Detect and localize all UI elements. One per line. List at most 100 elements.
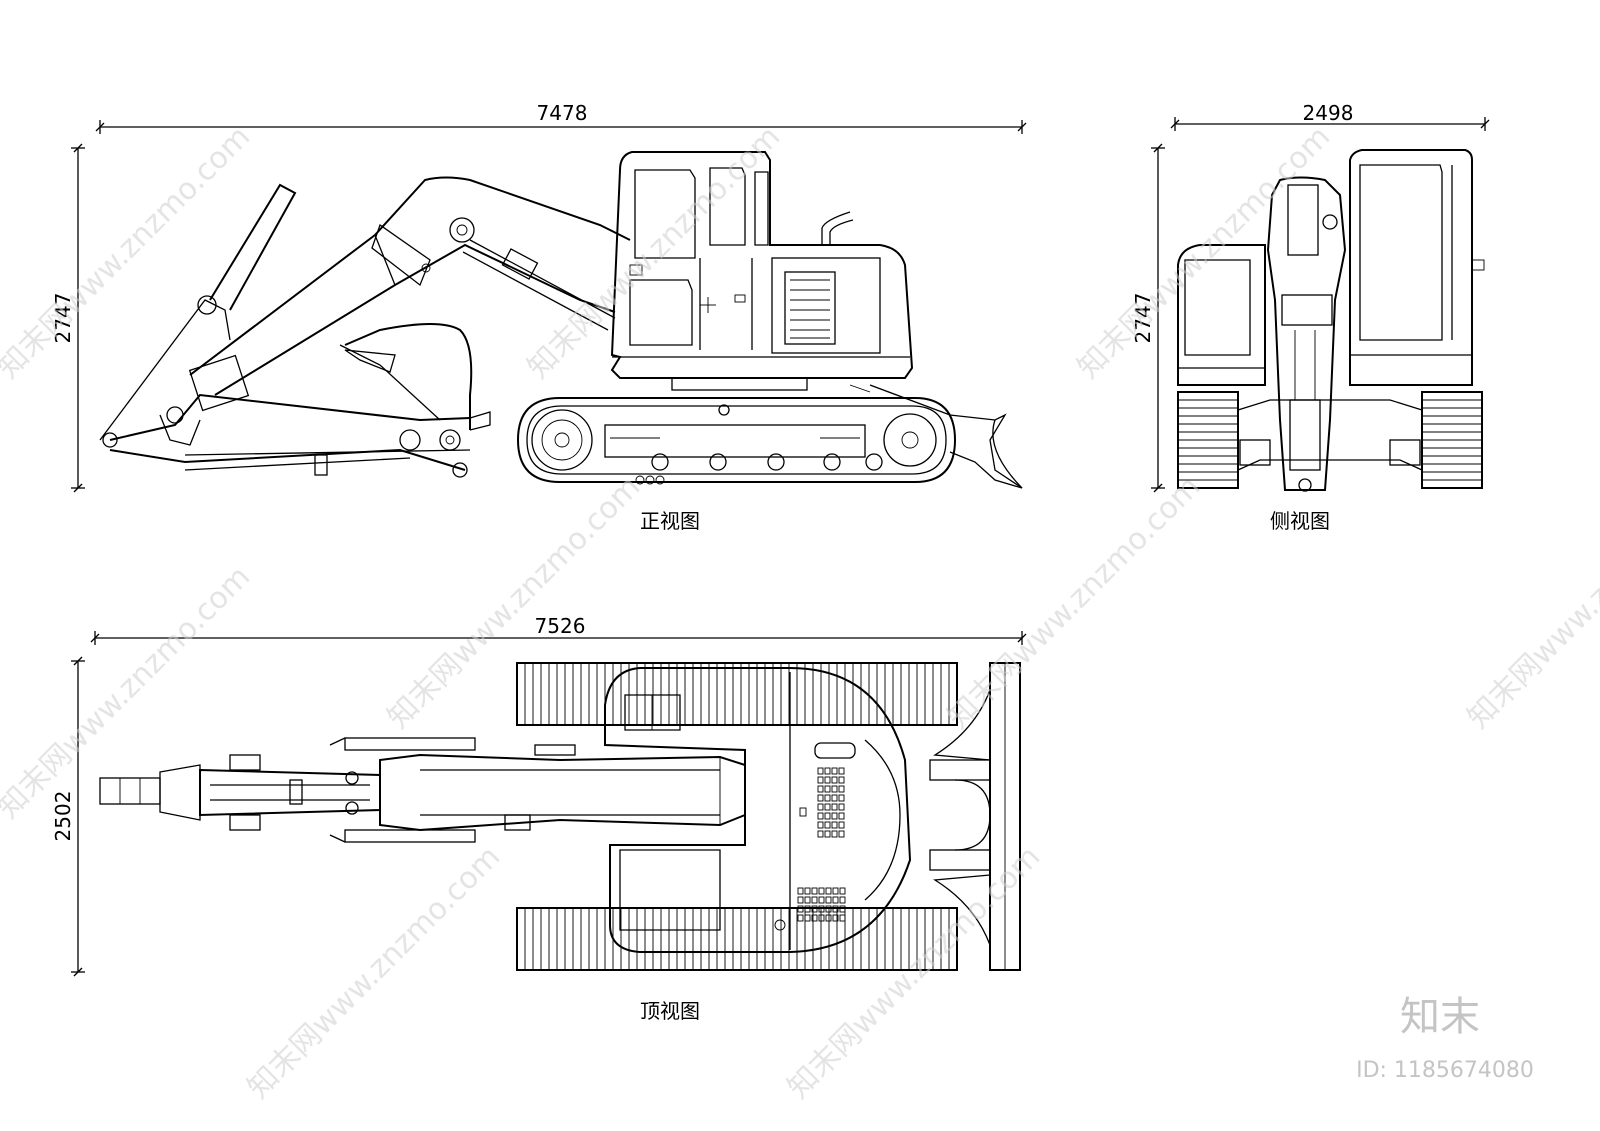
image-id: ID: 1185674080 [1356,1058,1534,1083]
vent-slot [838,767,845,775]
vent-slot [824,776,831,784]
vent-slot [797,905,804,913]
side-view-title: 侧视图 [1270,509,1330,533]
vent-slot [817,776,824,784]
front-width-dimension: 7478 [95,101,1027,134]
top-upper-structure [604,667,912,953]
vent-slot [817,785,824,793]
vent-slot [831,776,838,784]
vent-slot [838,794,845,802]
watermark-text-9: 知末网www.znzmo.com [781,839,1047,1105]
vent-slot [838,830,845,838]
vent-slot [839,887,846,895]
vent-slot [817,821,824,829]
vent-slot [832,905,839,913]
vent-slot [832,914,839,922]
top-track-lower [516,907,958,971]
front-cab [629,167,769,350]
front-dozer-blade [849,384,1023,489]
top-width-dimension: 7526 [90,614,1027,645]
watermark-text-4: 知末网www.znzmo.com [0,559,257,825]
vent-slot [825,905,832,913]
vent-slot [817,794,824,802]
front-boom [189,176,631,396]
side-width-label: 2498 [1303,101,1354,125]
vent-slot [824,830,831,838]
front-width-label: 7478 [537,101,588,125]
top-view: 7526 2502 [51,614,1027,977]
side-upper-body [1177,149,1485,386]
top-arm [99,754,381,831]
vent-slot [832,887,839,895]
top-height-dimension: 2502 [51,656,85,977]
vent-slot [838,803,845,811]
vent-slot [831,821,838,829]
vent-slot [811,914,818,922]
vent-slot [824,821,831,829]
vent-slot [825,896,832,904]
front-attachment [99,183,297,448]
vent-slot [804,887,811,895]
vent-slot [838,812,845,820]
watermark-text-1: 知末网www.znzmo.com [0,119,257,385]
vent-slot [825,887,832,895]
vent-slot [831,803,838,811]
vent-slot [839,896,846,904]
side-track-right [1421,391,1483,489]
vent-slot [832,896,839,904]
watermark-text-3: 知末网www.znzmo.com [1071,119,1337,385]
vent-slot [831,830,838,838]
vent-slot [824,812,831,820]
vent-slot [838,776,845,784]
top-view-title: 顶视图 [640,999,700,1023]
brand-logo: 知末 [1400,994,1480,1040]
side-height-label: 2747 [1131,293,1155,344]
watermark-text-7: 知末网www.znzmo.com [1461,469,1600,735]
vent-slot [825,914,832,922]
vent-slot [804,914,811,922]
vent-slot [811,896,818,904]
front-bucket [339,323,491,431]
vent-slot [831,794,838,802]
top-height-label: 2502 [51,791,75,842]
vent-slot [817,767,824,775]
vent-slot [804,905,811,913]
vent-slot [818,914,825,922]
vent-slot [824,794,831,802]
watermark-text-2: 知末网www.znzmo.com [521,119,787,385]
watermark-text-6: 知末网www.znzmo.com [941,469,1207,735]
vent-slot [824,767,831,775]
vent-slot [797,896,804,904]
side-boom [1266,176,1347,492]
vent-slot [817,830,824,838]
vent-slot [838,785,845,793]
vent-slot [797,914,804,922]
front-track [516,397,957,485]
side-view: 2498 2747 [1131,101,1490,493]
vent-slot [818,905,825,913]
vent-slot [839,905,846,913]
vent-slot [824,785,831,793]
vent-slot [818,887,825,895]
vent-slot [831,785,838,793]
vent-slot [824,803,831,811]
vent-slot [818,896,825,904]
vent-slot [804,896,811,904]
vent-slot [839,914,846,922]
front-arm [109,354,471,478]
top-dozer-blade [929,662,1021,971]
vent-slot [838,821,845,829]
top-width-label: 7526 [535,614,586,638]
front-height-label: 2747 [51,293,75,344]
watermark-text-8: 知末网www.znzmo.com [241,839,507,1105]
side-track-left [1177,391,1239,489]
vent-slot [811,887,818,895]
side-width-dimension: 2498 [1170,101,1490,131]
front-view: 7478 2747 [51,101,1027,493]
front-upper-body [610,151,914,391]
vent-slot [817,803,824,811]
side-height-dimension: 2747 [1131,143,1165,493]
vent-slot [831,767,838,775]
top-boom [329,737,746,843]
